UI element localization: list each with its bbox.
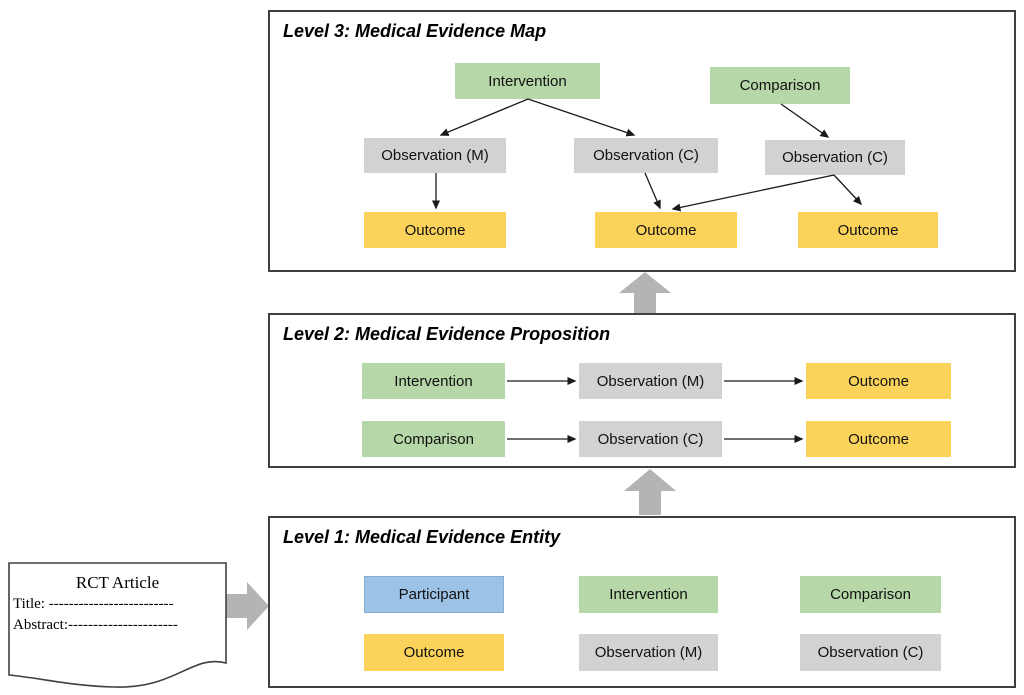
level3-node-intervention: Intervention bbox=[455, 63, 600, 99]
level3-title: Level 3: Medical Evidence Map bbox=[283, 21, 547, 41]
level3-node-outcome-left: Outcome bbox=[364, 212, 506, 248]
level1-node-observation-c: Observation (C) bbox=[800, 634, 941, 671]
level1-node-participant: Participant bbox=[364, 576, 504, 613]
level2-title: Level 2: Medical Evidence Proposition bbox=[283, 324, 611, 344]
level2-node-intervention: Intervention bbox=[362, 363, 505, 399]
level1-node-intervention: Intervention bbox=[579, 576, 718, 613]
level2-to-level3-arrow-icon bbox=[619, 272, 671, 313]
level3-node-observation-c-right: Observation (C) bbox=[765, 140, 905, 175]
level2-node-observation-m: Observation (M) bbox=[579, 363, 722, 399]
level1-to-level2-arrow-icon bbox=[624, 469, 676, 515]
document-to-level1-arrow-icon bbox=[226, 582, 269, 630]
document-abstract-line: Abstract:---------------------- bbox=[13, 617, 178, 633]
level3-node-outcome-right: Outcome bbox=[798, 212, 938, 248]
document-title: RCT Article bbox=[75, 573, 160, 592]
level3-node-observation-c-mid: Observation (C) bbox=[574, 138, 718, 173]
level2-node-outcome-row1: Outcome bbox=[806, 363, 951, 399]
document-title-line: Title: ------------------------- bbox=[13, 596, 174, 612]
level2-node-outcome-row2: Outcome bbox=[806, 421, 951, 457]
level3-node-outcome-mid: Outcome bbox=[595, 212, 737, 248]
level2-node-comparison: Comparison bbox=[362, 421, 505, 457]
level2-node-observation-c: Observation (C) bbox=[579, 421, 722, 457]
level3-node-comparison: Comparison bbox=[710, 67, 850, 104]
level1-node-outcome: Outcome bbox=[364, 634, 504, 671]
level1-node-comparison: Comparison bbox=[800, 576, 941, 613]
level3-node-observation-m: Observation (M) bbox=[364, 138, 506, 173]
level1-node-observation-m: Observation (M) bbox=[579, 634, 718, 671]
level1-title: Level 1: Medical Evidence Entity bbox=[283, 527, 561, 547]
